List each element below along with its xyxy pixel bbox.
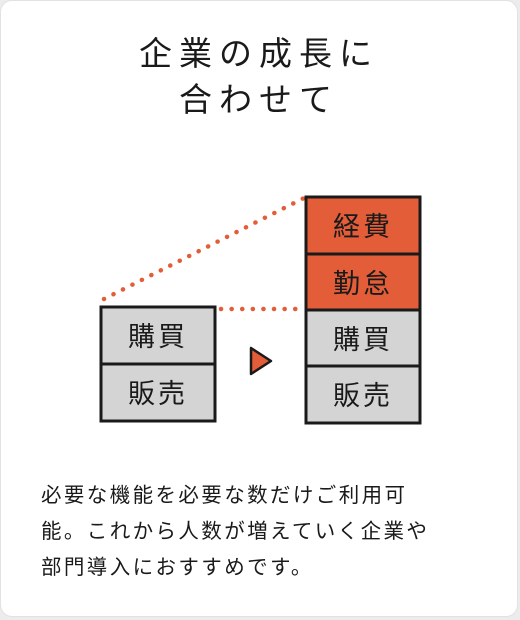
right-box-attendance-label: 勤怠 bbox=[333, 269, 393, 300]
right-box-expenses-label: 経費 bbox=[333, 212, 393, 243]
connector-top bbox=[101, 194, 309, 302]
left-box-sales-label: 販売 bbox=[128, 379, 188, 410]
triangle-right-icon bbox=[249, 346, 273, 376]
right-box-purchasing-label: 購買 bbox=[333, 325, 393, 356]
right-box-purchasing bbox=[304, 308, 422, 368]
description-line-2: 能。これから人数が増えていく企業や bbox=[41, 519, 430, 543]
left-box-sales bbox=[99, 362, 217, 423]
left-box-purchasing bbox=[99, 305, 217, 366]
description: 必要な機能を必要な数だけご利用可 能。これから人数が増えていく企業や 部門導入に… bbox=[41, 477, 489, 585]
right-box-sales bbox=[304, 364, 422, 425]
right-box-expenses bbox=[304, 195, 422, 256]
title-line-2: 合わせて bbox=[179, 80, 339, 119]
title-line-1: 企業の成長に bbox=[139, 34, 379, 73]
card-title: 企業の成長に 合わせて bbox=[1, 31, 517, 123]
description-line-1: 必要な機能を必要な数だけご利用可 bbox=[41, 483, 408, 507]
description-line-3: 部門導入におすすめです。 bbox=[41, 555, 314, 579]
right-box-sales-label: 販売 bbox=[333, 381, 393, 412]
left-box-purchasing-label: 購買 bbox=[128, 322, 188, 353]
left-stack: 購買 販売 bbox=[99, 305, 217, 423]
right-stack: 経費 勤怠 購買 販売 bbox=[304, 195, 422, 425]
